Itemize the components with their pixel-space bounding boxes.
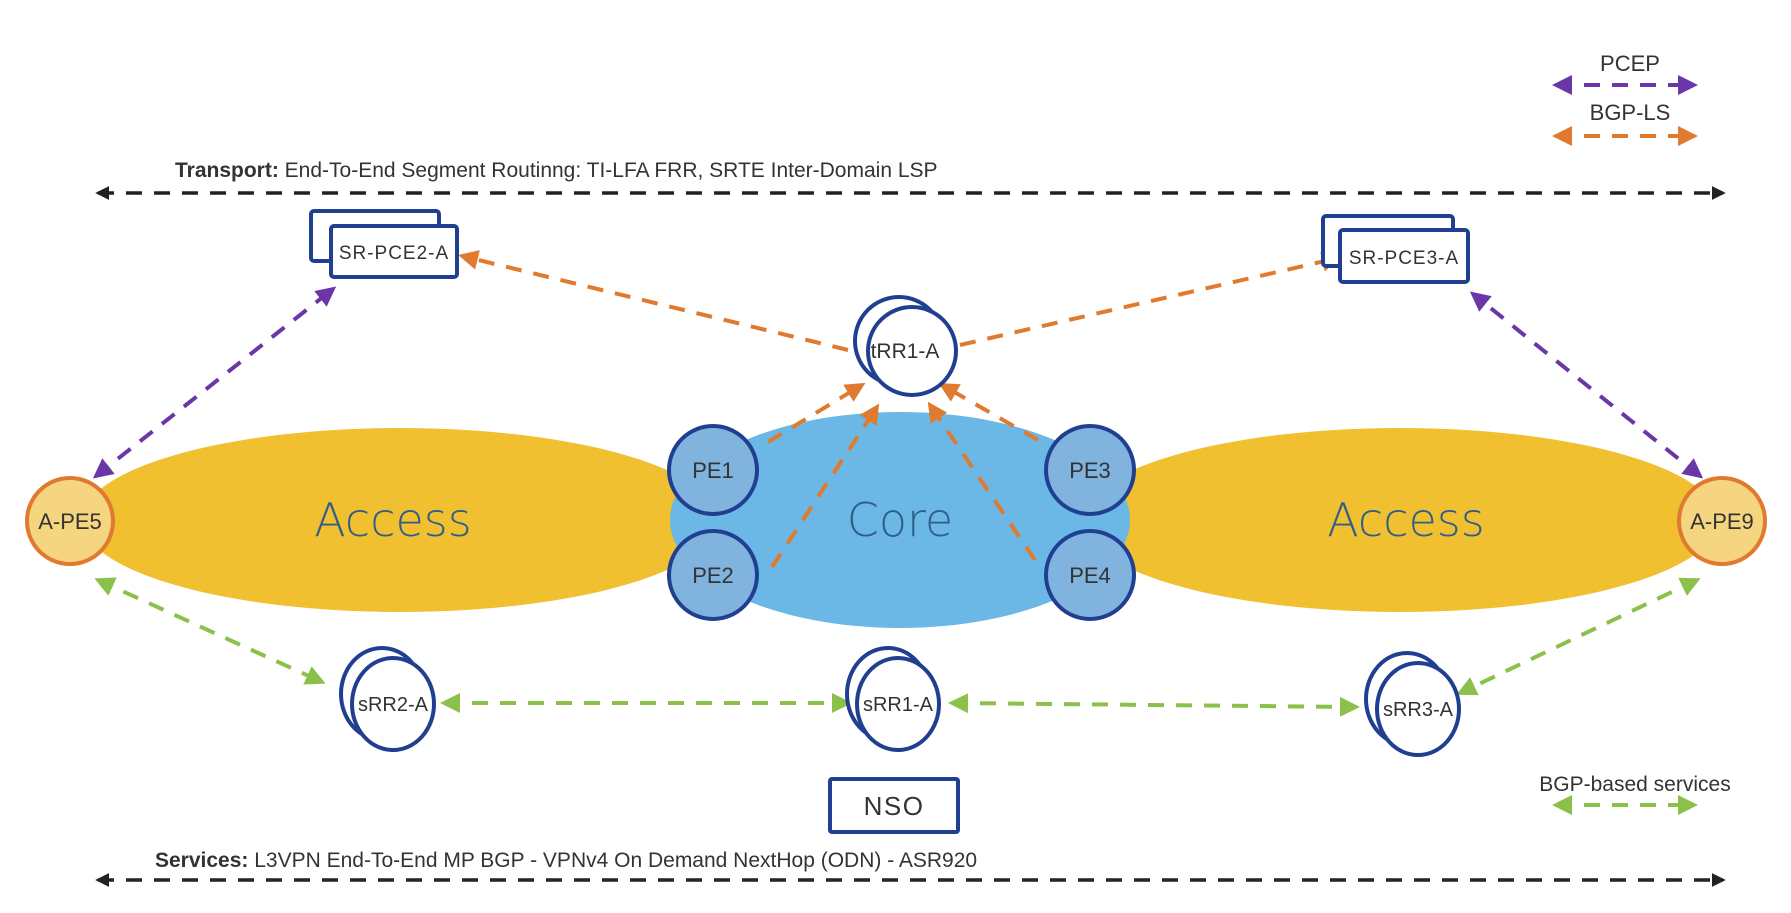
ape5-node[interactable]: A-PE5 [25,476,115,566]
ape5-circle [25,476,115,566]
transport-banner: Transport: End-To-End Segment Routinng: … [175,159,938,182]
pe2-node[interactable]: PE2 [667,529,759,621]
pe3-label: PE3 [1069,458,1111,483]
legend-bgp-services-label: BGP-based services [1539,773,1730,796]
srr3-node[interactable]: sRR3-A [1364,651,1461,757]
srr1-label: sRR1-A [863,694,934,716]
ape9-label: A-PE9 [1690,509,1754,534]
pe1-label: PE1 [692,458,734,483]
ape5-label: A-PE5 [38,509,102,534]
pe1-node[interactable]: PE1 [667,424,759,516]
sr-pce2-front-box [329,224,459,279]
srr2-label: sRR2-A [358,694,429,716]
pe2-circle [667,529,759,621]
pe2-label: PE2 [692,563,734,588]
pcep-link-ape9-srpce3 [1469,291,1704,479]
access-left-label: Access [314,493,471,547]
pe3-circle [1044,424,1136,516]
pe4-label: PE4 [1069,563,1111,588]
sr-pce3-label: SR-PCE3-A [1349,248,1459,269]
ape9-circle [1677,476,1767,566]
pe4-node[interactable]: PE4 [1044,529,1136,621]
services-banner-title: Services: [155,849,248,872]
bgp-ls-link-pe3-trr1 [938,383,1039,442]
legend-pcep-label: PCEP [1600,51,1660,76]
bgp-svc-link-srr1-srr3 [948,693,1360,717]
srr1-node[interactable]: sRR1-A [845,646,941,752]
nso-box [828,777,960,834]
sr-pce2-label: SR-PCE2-A [339,243,449,264]
bgp-ls-link-pe1-trr1 [766,382,866,444]
access-right-label: Access [1327,493,1484,547]
pe4-circle [1044,529,1136,621]
services-banner: Services: L3VPN End-To-End MP BGP - VPNv… [155,849,977,872]
trr1-front-circle [866,305,958,397]
sr-pce3-front-box [1338,228,1470,284]
legend: PCEP BGP-LS BGP-based services [1539,51,1731,815]
nso-label: NSO [864,791,925,821]
core-domain [670,412,1130,628]
trr1-node[interactable]: tRR1-A [853,295,958,397]
srr2-front-circle [350,656,436,752]
bgp-ls-link-pe4-trr1 [927,401,1037,562]
pcep-link-ape5-srpce2 [92,286,337,479]
sr-pce3-node[interactable]: SR-PCE3-A [1321,214,1470,284]
bgp-ls-link-trr1-srpce2 [458,250,849,352]
bgp-svc-link-ape9-srr3 [1456,577,1701,696]
srr3-front-circle [1375,661,1461,757]
ape9-node[interactable]: A-PE9 [1677,476,1767,566]
trr1-label: tRR1-A [871,340,940,363]
srr2-node[interactable]: sRR2-A [339,646,436,752]
pe3-node[interactable]: PE3 [1044,424,1136,516]
nso-node[interactable]: NSO [828,777,960,834]
sr-pce2-node[interactable]: SR-PCE2-A [309,209,459,279]
core-label: Core [847,493,953,547]
services-banner-text: L3VPN End-To-End MP BGP - VPNv4 On Deman… [248,849,977,872]
bgp-svc-link-ape5-srr2 [94,577,326,685]
bgp-ls-link-pe2-trr1 [770,403,880,569]
srr3-label: sRR3-A [1383,699,1454,721]
transport-banner-text: End-To-End Segment Routinng: TI-LFA FRR,… [279,159,938,182]
bgp-ls-link-trr1-srpce3 [959,251,1342,347]
legend-bgp-ls-label: BGP-LS [1590,100,1671,125]
srr1-front-circle [855,656,941,752]
transport-banner-title: Transport: [175,159,279,182]
pe1-circle [667,424,759,516]
